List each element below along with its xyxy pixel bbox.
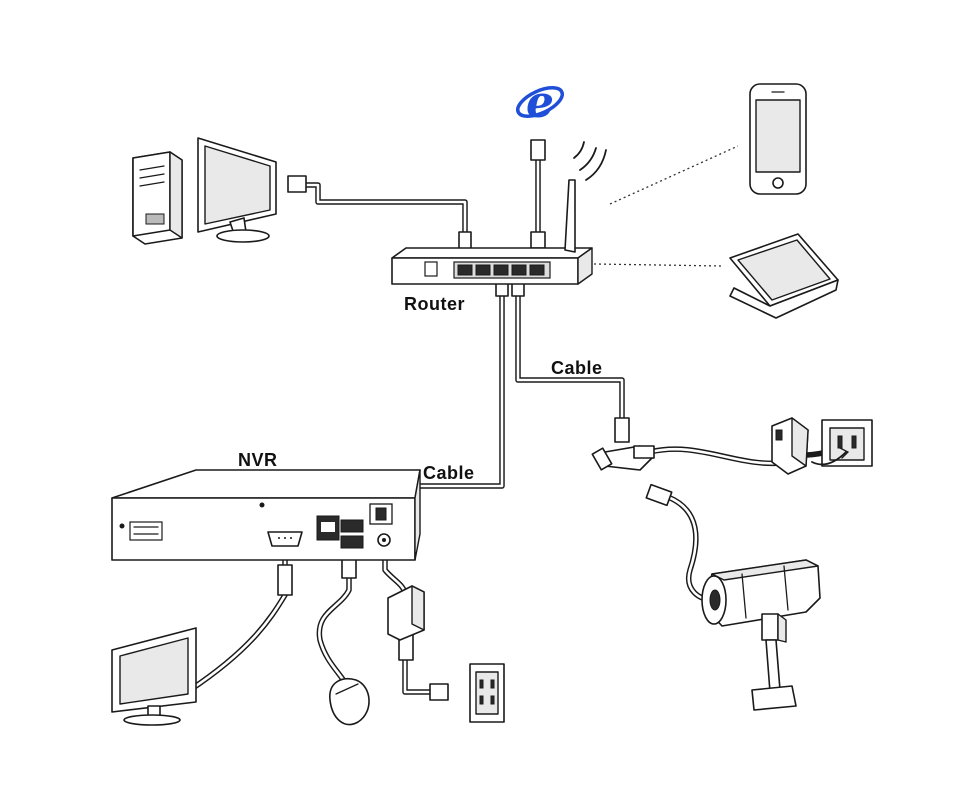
svg-text:e: e xyxy=(526,77,554,128)
monitor-bottom-icon xyxy=(111,627,197,726)
cable-router-camera xyxy=(515,287,625,423)
wall-socket-nvr-icon xyxy=(469,663,505,723)
bullet-camera-icon xyxy=(701,559,821,711)
nvr-icon xyxy=(111,469,421,561)
mouse-icon xyxy=(329,678,370,726)
cable-pc-router xyxy=(302,182,468,235)
smartphone-icon xyxy=(749,83,807,195)
power-brick-icon xyxy=(387,585,425,641)
connectors xyxy=(277,139,673,701)
power-adapter-icon xyxy=(771,417,809,475)
router-icon xyxy=(391,141,607,285)
laptop-icon xyxy=(729,233,839,319)
wireless-link-laptop xyxy=(593,263,723,267)
internet-explorer-icon: e xyxy=(516,77,564,128)
wireless-link-phone xyxy=(609,145,739,205)
wall-socket-camera-icon xyxy=(811,419,873,467)
nvr-label: NVR xyxy=(238,450,278,470)
monitor-top-icon xyxy=(197,137,277,243)
desktop-pc-icon xyxy=(132,151,183,245)
cable-label-nvr: Cable xyxy=(423,463,475,483)
router-label: Router xyxy=(404,294,465,314)
cable-label-camera: Cable xyxy=(551,358,603,378)
